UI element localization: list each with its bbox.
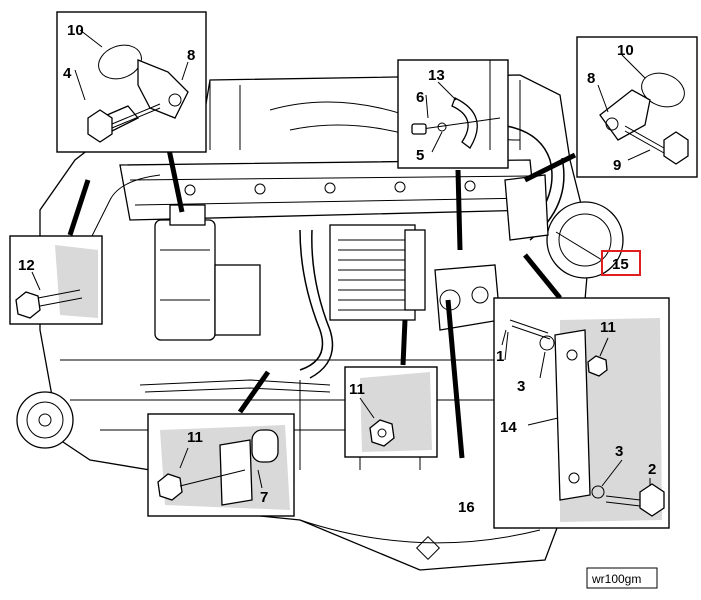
callout-11-br: 11 [600,319,616,336]
inset-top-left: 10 8 4 [56,11,207,153]
callout-3-lower: 3 [615,443,623,460]
callout-2: 2 [648,461,656,478]
callout-14: 14 [500,419,517,436]
callout-10-tr: 10 [617,42,634,59]
main-callouts: 1 15 16 [458,231,641,516]
callout-4-tl: 4 [63,65,72,82]
callout-3-upper: 3 [517,378,525,395]
callout-16: 16 [458,499,475,516]
inset-bottom-left: 11 7 [147,413,295,517]
callout-12: 12 [18,257,35,274]
callout-13: 13 [428,67,445,84]
inset-left: 12 [9,235,103,325]
callout-8-tl: 8 [187,47,195,64]
callout-9: 9 [613,157,621,174]
callout-10-tl: 10 [67,22,84,39]
callout-8-tr: 8 [587,70,595,87]
heavy-leader-lines [67,129,577,459]
callout-7: 7 [260,489,268,506]
callout-11-bm: 11 [349,381,365,398]
reference-code: wr100gm [591,572,641,586]
callout-5: 5 [416,147,424,164]
callout-6: 6 [416,89,424,106]
inset-bottom-middle: 11 [344,366,438,458]
highlight-box [601,250,641,276]
callout-15: 15 [612,256,629,273]
callout-11-bl: 11 [187,429,203,446]
inset-top-center: 13 6 5 [397,59,509,169]
inset-top-right: 10 8 9 [576,36,698,178]
reference-code-box: wr100gm [586,567,658,589]
inset-bottom-right: 11 3 14 3 2 [493,297,670,529]
callout-1: 1 [496,348,504,365]
ecm-fins [338,239,408,311]
valve-cover-bolts [184,180,476,196]
